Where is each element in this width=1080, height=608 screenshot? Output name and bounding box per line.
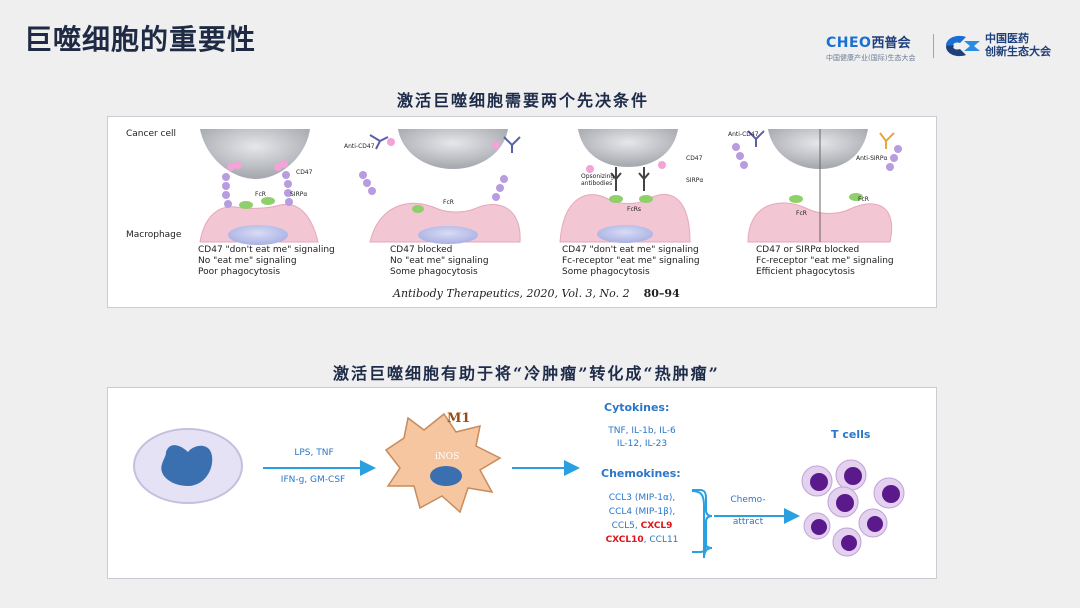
macrophage-nucleus [228,225,288,245]
p2-anti-tag: Anti-CD47 [344,143,375,150]
panel-4-graphic [732,129,902,243]
p4-fcr2-tag: FcR [858,196,869,203]
panel-3-graphic [559,129,691,243]
p1-sirpa-tag: SIRPα [290,191,308,198]
cheo-brand-cn: 西普会 [871,36,911,51]
citation: Antibody Therapeutics, 2020, Vol. 3, No.… [393,287,680,300]
t-cells-label: T cells [831,428,871,441]
cheo-logo: CHEO西普会 中国健康产业(国际)生态大会 [826,32,926,62]
p1-fcr-tag: FcR [255,191,266,198]
mechanism-panel: Cancer cell Macrophage CD47 SIRPα FcR An… [107,116,937,308]
section2-title: 激活巨噬细胞有助于将“冷肿瘤”转化成“热肿瘤” [333,364,720,383]
t-cells-cluster [801,459,905,557]
cytokines-line2: IL-12, IL-23 [616,439,668,449]
panel-2-graphic [359,129,521,244]
partner-logo-text: 中国医药 创新生态大会 [985,32,1051,58]
cytokines-line1: TNF, IL-1b, IL-6 [608,426,676,436]
chemoattract-line1: Chemo- [730,495,766,505]
p1-caption: CD47 "don't eat me" signaling No "eat me… [198,245,335,277]
chemokine-bracket-full [692,489,713,553]
t-cell [803,512,831,540]
p3-fcrs-tag: FcRs [627,206,642,213]
chemokines-heading: Chemokines: [601,467,681,480]
cancer-cell [200,129,310,179]
inos-label: iNOS [435,452,460,462]
p3-caption: CD47 "don't eat me" signaling Fc-recepto… [562,245,700,277]
cheo-subtitle: 中国健康产业(国际)生态大会 [826,54,916,62]
activation-panel: LPS, TNF IFN-g, GM-CSF M1 iNOS Cytokines… [107,387,937,579]
m1-label: M1 [447,411,471,426]
t-cell [858,508,888,538]
cheo-brand: CHEO [826,35,872,51]
cytokines-heading: Cytokines: [604,401,670,414]
section1-title: 激活巨噬细胞需要两个先决条件 [397,91,650,110]
p2-fcr-tag: FcR [443,199,454,206]
chemokines-line1: CCL3 (MIP-1α), [608,493,676,503]
chemokines-line3: CCL5, CXCL9 [611,521,673,531]
t-cell [832,527,862,557]
p4-antisirpa-tag: Anti-SIRPα [856,155,888,162]
p3-cd47-tag: CD47 [686,155,703,162]
chemokines-line2: CCL4 (MIP-1β), [608,507,676,517]
p4-fcr1-tag: FcR [796,210,807,217]
cancer-cell-label: Cancer cell [126,129,177,139]
p3-opson-tag: Opsonizing antibodies [581,173,615,187]
p1-cd47-tag: CD47 [296,169,313,176]
p4-anti-tag: Anti-CD47 [728,131,759,138]
panel-1-graphic [199,129,319,245]
stimuli-line1: LPS, TNF [294,448,334,458]
t-cell [827,486,859,518]
logo-divider [933,34,934,58]
macrophage-label: Macrophage [126,230,182,240]
t-cell [873,477,905,509]
partner-logo-icon [946,35,980,57]
mechanism-illustration [199,129,902,245]
p4-caption: CD47 or SIRPα blocked Fc-receptor "eat m… [756,245,894,277]
p2-caption: CD47 blocked No "eat me" signaling Some … [390,245,489,277]
t-cell [801,465,833,497]
page-title: 巨噬细胞的重要性 [24,23,257,56]
activation-diagram [133,412,905,559]
chemokines-line4: CXCL10, CCL11 [605,535,679,545]
t-cell [835,459,867,491]
resting-macrophage [133,428,243,504]
m1-macrophage [384,412,502,514]
stimuli-line2: IFN-g, GM-CSF [280,475,346,485]
p3-sirpa-tag: SIRPα [686,177,704,184]
chemoattract-line2: attract [732,517,764,527]
